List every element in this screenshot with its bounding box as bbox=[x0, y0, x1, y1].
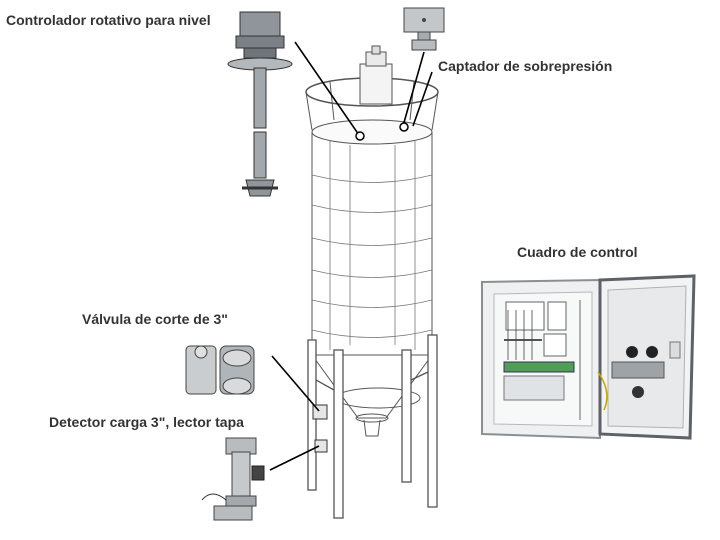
callout-load-detector bbox=[269, 445, 320, 471]
silo-top-filter bbox=[359, 63, 393, 105]
load-detector-device bbox=[201, 437, 265, 521]
silo-detector-icon bbox=[314, 439, 328, 453]
label-rotary-controller: Controlador rotativo para nivel bbox=[6, 12, 211, 28]
callout-overpressure-sensor bbox=[402, 51, 425, 127]
silo-cone bbox=[311, 354, 433, 419]
callout-rotary-controller bbox=[294, 41, 360, 136]
silo-legs bbox=[307, 334, 438, 519]
overpressure-sensor-device bbox=[403, 7, 445, 51]
label-control-panel: Cuadro de control bbox=[517, 244, 638, 260]
callout-lines bbox=[269, 41, 433, 471]
control-panel-device bbox=[481, 274, 696, 440]
cutoff-valve-device bbox=[185, 345, 255, 395]
rotary-controller-device bbox=[227, 11, 293, 197]
label-overpressure-sensor: Captador de sobrepresión bbox=[438, 58, 613, 74]
label-cutoff-valve: Válvula de corte de 3" bbox=[82, 311, 228, 327]
label-load-detector: Detector carga 3", lector tapa bbox=[49, 414, 244, 430]
silo-body bbox=[311, 132, 433, 356]
callout-cutoff-valve bbox=[271, 355, 320, 412]
silo bbox=[305, 45, 439, 519]
